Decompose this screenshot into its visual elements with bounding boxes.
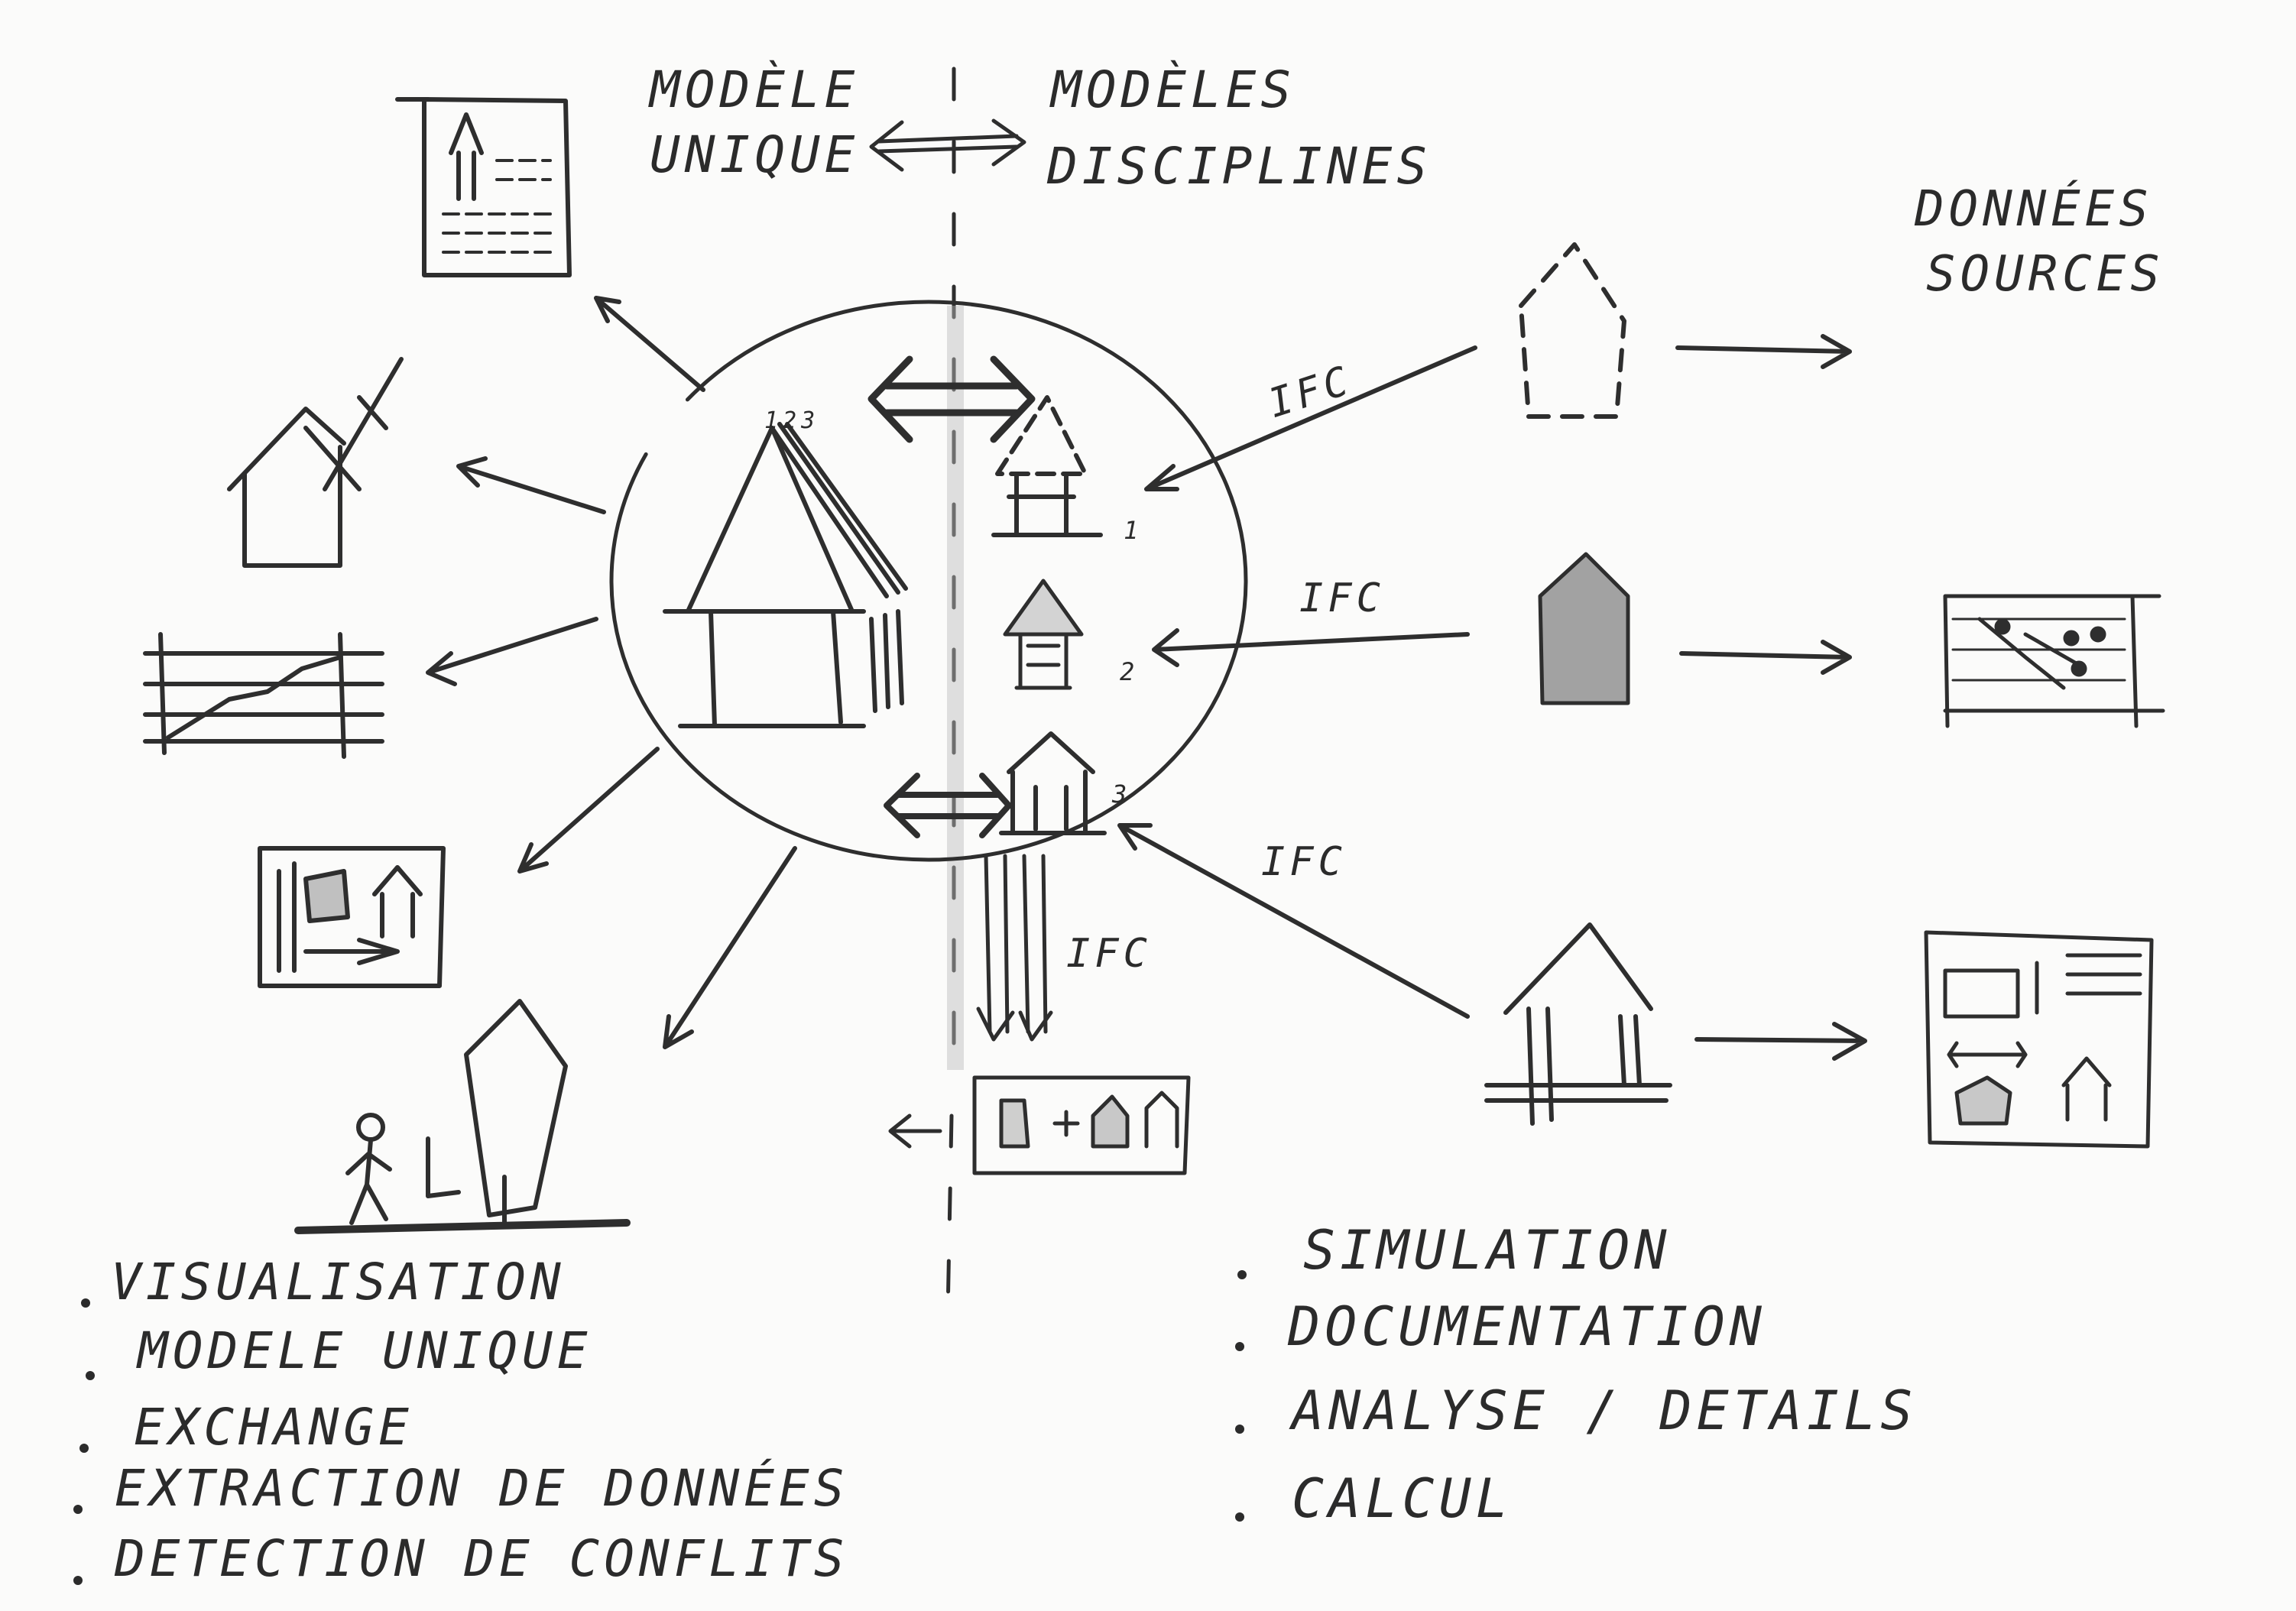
documentation-board-icon	[1924, 930, 2154, 1149]
bullet-icon	[79, 1444, 89, 1453]
output-arrows-left	[426, 296, 797, 1049]
bullet-icon	[1235, 1512, 1244, 1522]
bullet-icon	[73, 1576, 83, 1585]
header-left-line2: UNIQUE	[650, 125, 859, 184]
central-model-circle	[609, 300, 1248, 862]
divider-dashed-line	[945, 66, 956, 1317]
bullet-icon	[1237, 1270, 1247, 1279]
small-tag-123: 123	[764, 407, 819, 434]
right-list-item-2: DOCUMENTATION	[1287, 1295, 1766, 1358]
header-right-line2: DISCIPLINES	[1046, 137, 1432, 196]
top-double-arrow-icon	[867, 355, 1036, 443]
bullet-icon	[86, 1371, 95, 1380]
sources-title-line2: SOURCES	[1926, 246, 2165, 303]
left-list-item-1: VISUALISATION	[111, 1253, 566, 1311]
discipline-model-1-icon	[991, 395, 1103, 537]
left-list-item-3: EXCHANGE	[134, 1398, 413, 1457]
right-list-item-4: CALCUL	[1292, 1467, 1513, 1530]
simulation-chart-icon	[1943, 594, 2165, 728]
sources-title-line1: DONNÉES	[1914, 180, 2153, 238]
source-house-dashed-icon	[1519, 242, 1626, 419]
lower-double-arrow-icon	[884, 773, 1012, 838]
left-list-item-4: EXTRACTION DE DONNÉES	[115, 1458, 848, 1518]
source-house-shaded-icon	[1538, 552, 1630, 705]
left-feature-list: VISUALISATION MODELE UNIQUE EXCHANGE EXT…	[73, 1253, 848, 1588]
model-number-2: 2	[1120, 657, 1139, 686]
bullet-icon	[1235, 1342, 1244, 1351]
unique-model-house-icon	[663, 422, 908, 728]
right-list-item-3: ANALYSE / DETAILS	[1289, 1379, 1917, 1442]
chart-icon	[143, 632, 384, 759]
ifc-input-lines	[1117, 345, 1477, 1019]
clash-house-icon	[227, 357, 404, 568]
document-plan-icon	[395, 97, 572, 277]
right-list-item-1: SIMULATION	[1303, 1219, 1671, 1282]
left-list-item-2: MODELE UNIQUE	[136, 1321, 592, 1380]
discipline-model-3-icon	[999, 731, 1107, 835]
right-feature-list: SIMULATION DOCUMENTATION ANALYSE / DETAI…	[1235, 1219, 1917, 1530]
bullet-icon	[73, 1505, 83, 1514]
header-left-line1: MODÈLE	[648, 60, 859, 119]
source-house-outline-icon	[1484, 922, 1672, 1126]
header-double-arrow	[869, 118, 1026, 172]
left-list-item-5: DETECTION DE CONFLITS	[114, 1529, 848, 1588]
exchange-board-icon	[258, 846, 446, 988]
combined-models-board-icon	[888, 1075, 1191, 1175]
ifc-label-4: IFC	[1066, 931, 1152, 977]
model-number-1: 1	[1124, 516, 1143, 545]
ifc-label-2: IFC	[1299, 575, 1385, 621]
source-output-arrows	[1675, 334, 1867, 1061]
model-number-3: 3	[1111, 780, 1131, 809]
header: MODÈLE UNIQUE MODÈLES DISCIPLINES	[648, 60, 1432, 196]
bullet-icon	[81, 1298, 90, 1308]
ifc-export-arrows	[976, 854, 1053, 1042]
ifc-label-3: IFC	[1261, 839, 1347, 885]
discipline-model-2-icon	[1003, 579, 1084, 690]
bullet-icon	[1235, 1425, 1244, 1434]
header-right-line1: MODÈLES	[1049, 60, 1296, 119]
visualisation-person-house-icon	[294, 999, 631, 1234]
